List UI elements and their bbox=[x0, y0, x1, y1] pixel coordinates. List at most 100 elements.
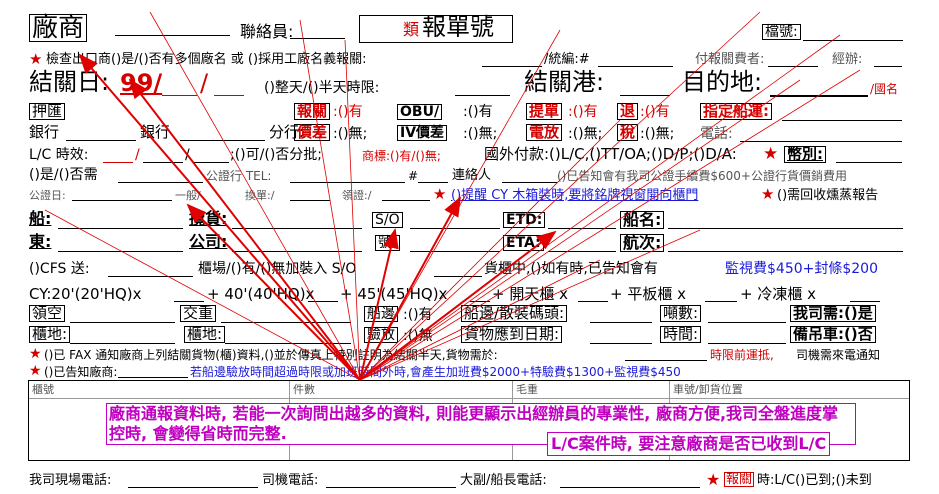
contact-field[interactable] bbox=[290, 38, 345, 39]
payer-field[interactable] bbox=[768, 66, 818, 67]
survey-tel-field[interactable] bbox=[290, 182, 405, 183]
iv-diff-no[interactable]: :()無; bbox=[463, 126, 498, 142]
file-no-field[interactable] bbox=[803, 40, 903, 41]
manufacturer-label: 廠商 bbox=[29, 14, 88, 42]
time-label: 時間: bbox=[660, 326, 702, 343]
container-in-label[interactable]: 貨櫃中,()如有時,已告知會有 bbox=[484, 261, 658, 277]
cutoff-value[interactable]: 99/ bbox=[120, 69, 163, 97]
cy-20-label: CY:20'(20'HQ)x bbox=[29, 285, 142, 303]
return-yes[interactable]: :()有 bbox=[640, 104, 670, 120]
survey-company-field[interactable] bbox=[118, 182, 203, 183]
arrival-date-label: 貨物應到日期: bbox=[461, 326, 563, 343]
our-need-label[interactable]: 我司需:()是 bbox=[790, 305, 876, 322]
site-tel-field[interactable] bbox=[128, 487, 258, 488]
dispatch-field[interactable] bbox=[221, 322, 351, 323]
cfs-field[interactable] bbox=[108, 276, 193, 277]
company-field[interactable] bbox=[232, 251, 362, 252]
telex-release-no[interactable]: :()無; bbox=[568, 126, 603, 142]
east-field[interactable] bbox=[58, 251, 183, 252]
shipside-yes[interactable]: :()有 bbox=[403, 307, 433, 323]
yard-location-field[interactable] bbox=[70, 343, 175, 344]
ext-field[interactable] bbox=[418, 182, 448, 183]
partial-shipment[interactable]: ;()可/()否分批; bbox=[230, 147, 322, 163]
yard-label[interactable]: 櫃場/()有/()無加裝入 S/O bbox=[198, 261, 357, 277]
crane-label[interactable]: 備吊車:()否 bbox=[790, 326, 876, 343]
so-load-field[interactable] bbox=[434, 276, 482, 277]
tax-no[interactable]: :()無; bbox=[640, 126, 675, 142]
so-number-field[interactable] bbox=[410, 251, 500, 252]
payment-label[interactable]: 國外付款:()L/C,()TT/OA;()D/P;()D/A: bbox=[484, 145, 737, 163]
captain-tel-field[interactable] bbox=[560, 487, 700, 488]
survey-date-field[interactable] bbox=[72, 200, 172, 201]
cy-wooden-reminder[interactable]: ()提醒 CY 木箱裝時,要將銘牌視窗開向櫃門 bbox=[451, 188, 699, 203]
flat-rack-field[interactable] bbox=[705, 301, 737, 302]
survey-needed[interactable]: ()是/()否需 bbox=[29, 167, 98, 183]
eta-field[interactable] bbox=[548, 251, 616, 252]
lc-day-field[interactable] bbox=[194, 162, 229, 163]
check-exporter-text: 檢查出口商()是/()否有多個廠名 或 ()採用工廠名義報關: bbox=[46, 52, 367, 67]
survey-contact-field[interactable] bbox=[502, 182, 557, 183]
cfs-label[interactable]: ()CFS 送: bbox=[29, 261, 90, 277]
receive-cert-field[interactable] bbox=[382, 200, 430, 201]
deposit-label: 押匯 bbox=[29, 103, 66, 120]
star-icon: ★ bbox=[763, 144, 779, 164]
bank2-field[interactable] bbox=[180, 140, 265, 141]
yard-location2-field[interactable] bbox=[225, 343, 351, 344]
customs-yes[interactable]: :()有 bbox=[333, 104, 363, 120]
survey-fee-notice[interactable]: ()已告知會有我司公證手續費$600+公證行貨價銷費用 bbox=[557, 169, 847, 183]
notified-field[interactable] bbox=[118, 377, 188, 378]
so-field[interactable] bbox=[410, 228, 500, 229]
fax-notice[interactable]: ()已 FAX 通知廠商上列結關貨物(櫃)資料,()並於傳真上特別註明為結關半天… bbox=[44, 348, 498, 362]
yard-location2-label: 櫃地: bbox=[184, 326, 226, 343]
tonnage-field[interactable] bbox=[708, 322, 786, 323]
arrival-date-field[interactable] bbox=[590, 343, 652, 344]
period-field[interactable] bbox=[455, 95, 510, 96]
cy-40-field[interactable] bbox=[308, 301, 338, 302]
lc-year-field[interactable] bbox=[103, 162, 133, 163]
phone-field[interactable] bbox=[740, 141, 902, 142]
fumigation-report[interactable]: ()需回收燻蒸報告 bbox=[777, 188, 879, 203]
handler-field[interactable] bbox=[874, 66, 902, 67]
obu-yes[interactable]: :()有 bbox=[463, 104, 493, 120]
tax-id-field[interactable] bbox=[598, 66, 673, 67]
inspection-release-no[interactable]: :()無 bbox=[403, 328, 433, 344]
flat-rack-label: + 平板櫃 x bbox=[610, 285, 686, 303]
destination-field[interactable] bbox=[770, 95, 868, 97]
bulk-terminal-field[interactable] bbox=[590, 322, 652, 323]
cy-45-field[interactable] bbox=[470, 301, 490, 302]
trademark-label[interactable]: 商標:()有/()無; bbox=[362, 149, 441, 163]
so-number-label: 號: bbox=[375, 235, 400, 251]
cutoff-day-field[interactable] bbox=[214, 95, 244, 96]
reefer-field[interactable] bbox=[850, 301, 880, 302]
ship-select-label: 指定船運: bbox=[700, 103, 772, 120]
lc-arrived-status[interactable]: 時:L/C()已到;()未到 bbox=[757, 473, 872, 488]
lc-month-field[interactable] bbox=[143, 162, 183, 163]
cargo-field[interactable] bbox=[232, 228, 362, 229]
price-diff-no[interactable]: :()無; bbox=[333, 126, 368, 142]
deadline-field[interactable] bbox=[625, 360, 707, 361]
time-field[interactable] bbox=[708, 343, 786, 344]
type-label: 類 bbox=[403, 20, 420, 39]
voyage-field[interactable] bbox=[668, 251, 903, 252]
driver-tel-field[interactable] bbox=[326, 487, 456, 488]
customs-name-field[interactable] bbox=[482, 66, 542, 67]
survey-contact-label: 連絡人 bbox=[452, 168, 492, 183]
notified-manufacturer[interactable]: ()已告知廠商: bbox=[44, 365, 118, 379]
voyage-label: 航次: bbox=[620, 234, 665, 252]
bl-yes[interactable]: :()有 bbox=[568, 104, 598, 120]
cy-20-field[interactable] bbox=[174, 301, 204, 302]
etd-field[interactable] bbox=[548, 228, 616, 229]
bank-field[interactable] bbox=[66, 140, 136, 141]
ship-field[interactable] bbox=[58, 228, 183, 229]
monitor-fee: 監視費$450+封條$200 bbox=[725, 261, 878, 277]
survey-date-label: 公證日: bbox=[29, 189, 66, 202]
manufacturer-field[interactable] bbox=[115, 35, 230, 36]
ship-select-field[interactable] bbox=[782, 120, 902, 121]
currency-field[interactable] bbox=[836, 162, 902, 163]
port-field[interactable] bbox=[620, 95, 670, 96]
ship-name-field[interactable] bbox=[668, 228, 903, 229]
open-top-field[interactable] bbox=[578, 301, 608, 302]
change-bill-field[interactable] bbox=[290, 200, 330, 201]
empty-pickup-field[interactable] bbox=[70, 322, 175, 323]
cutoff-month-field[interactable] bbox=[162, 95, 197, 96]
